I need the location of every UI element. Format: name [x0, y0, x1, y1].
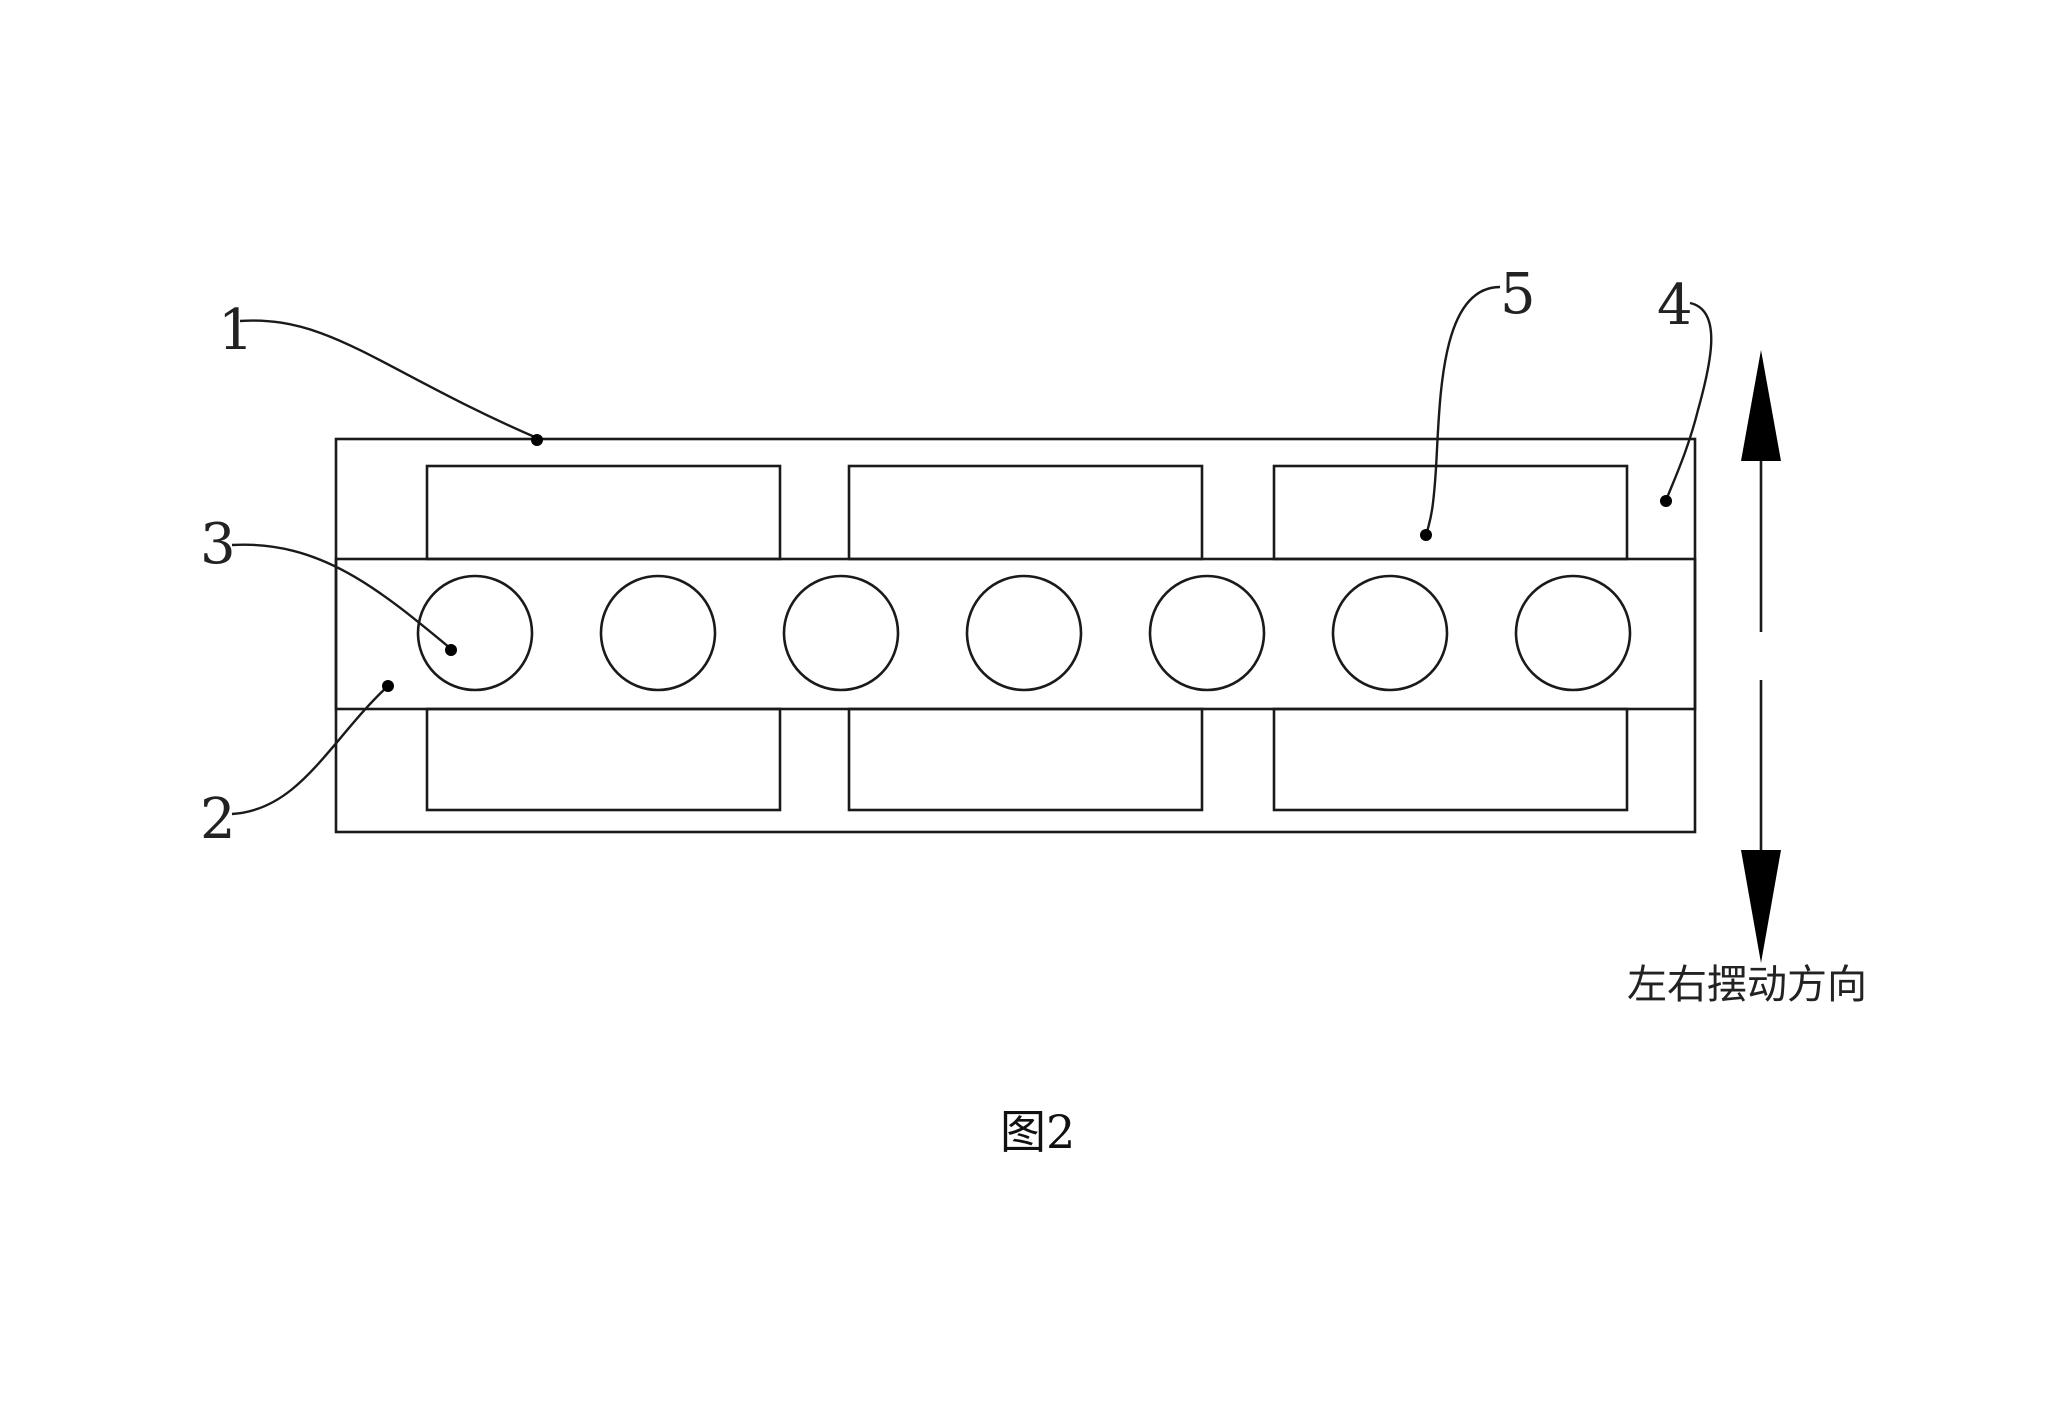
top-block — [1272, 464, 1629, 561]
top-block — [847, 464, 1204, 561]
circle — [1331, 574, 1449, 692]
swing-direction-arrow — [1741, 350, 1781, 963]
bottom-block — [847, 707, 1204, 812]
figure-caption: 图2 — [1000, 1105, 1075, 1159]
part-label-3: 3 — [200, 512, 236, 577]
part-label-1: 1 — [218, 298, 254, 363]
bottom-block — [1272, 707, 1629, 812]
top-blocks — [425, 464, 1629, 561]
leader-5 — [1420, 285, 1501, 541]
top-block — [425, 464, 782, 561]
part-label-4: 4 — [1657, 273, 1693, 338]
circle — [782, 574, 900, 692]
part-label-2: 2 — [200, 787, 236, 852]
central-strip — [334, 557, 1697, 711]
circle-row — [416, 574, 1632, 692]
arrow-head-up — [1741, 350, 1781, 461]
bottom-blocks — [425, 707, 1629, 812]
circle — [599, 574, 717, 692]
circle — [1148, 574, 1266, 692]
leader-1 — [239, 319, 543, 446]
outer-frame — [334, 437, 1697, 834]
circle — [965, 574, 1083, 692]
circle — [416, 574, 534, 692]
arrow-head-down — [1741, 850, 1781, 963]
leader-3 — [231, 543, 457, 656]
leader-2 — [231, 680, 394, 816]
bottom-block — [425, 707, 782, 812]
direction-label: 左右摆动方向 — [1627, 962, 1867, 1008]
circle — [1514, 574, 1632, 692]
part-label-5: 5 — [1500, 262, 1536, 327]
leader-4 — [1660, 301, 1713, 507]
